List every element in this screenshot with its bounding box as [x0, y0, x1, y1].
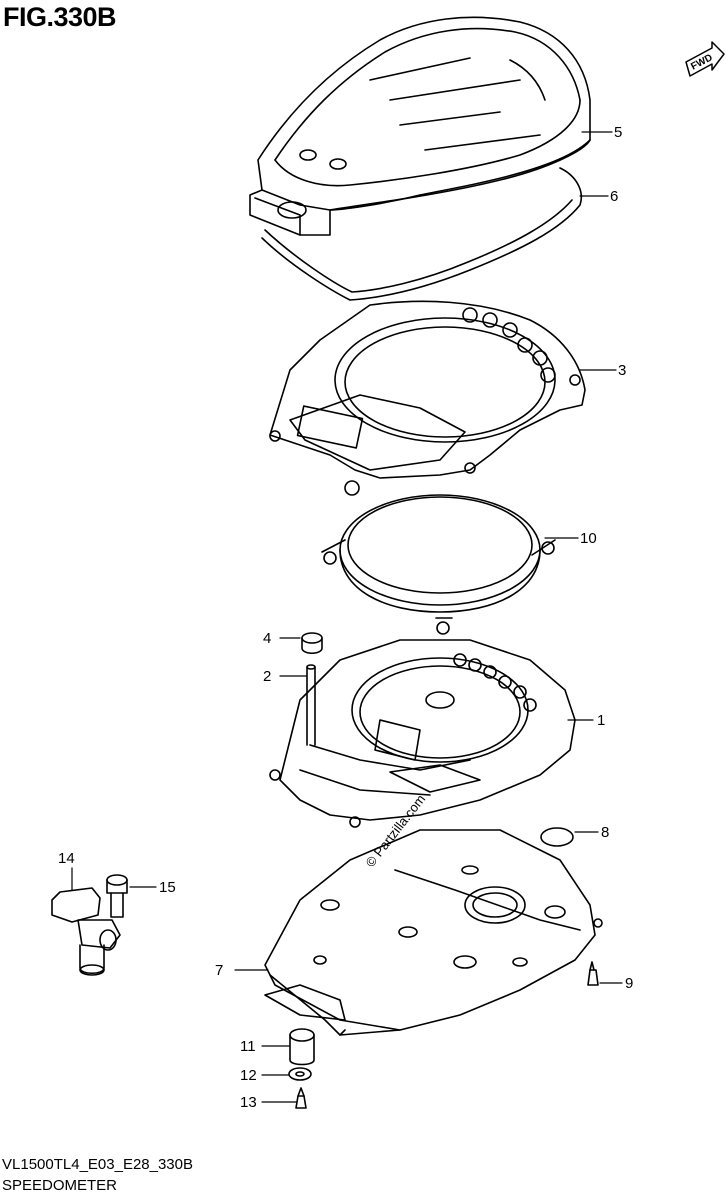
lower-case: [264, 829, 603, 1036]
part-label-7: 7: [215, 962, 223, 979]
part-label-11: 11: [240, 1038, 256, 1055]
part-labels: 5 6 3 10 4 2 1 8 14 15 7 9 11 12 13: [58, 124, 633, 1111]
washer: [288, 1067, 312, 1081]
part-label-5: 5: [614, 124, 622, 141]
speedometer-assembly: [269, 639, 576, 828]
figure-title: FIG.330B: [3, 2, 117, 32]
part-label-9: 9: [625, 975, 633, 992]
part-label-15: 15: [159, 879, 176, 896]
meter-cover: [249, 16, 591, 236]
figure-name: SPEEDOMETER: [2, 1177, 118, 1194]
part-label-10: 10: [580, 530, 597, 547]
meter-ring: [321, 494, 556, 635]
part-label-1: 1: [597, 712, 605, 729]
rubber-pad: [540, 827, 574, 847]
part-label-14: 14: [58, 850, 75, 867]
part-label-13: 13: [240, 1094, 257, 1111]
small-grommet: [301, 632, 323, 655]
part-label-12: 12: [240, 1067, 257, 1084]
part-label-2: 2: [263, 668, 271, 685]
screw-9: [587, 961, 599, 986]
meter-bracket: [269, 300, 586, 496]
mounting-pin: [306, 664, 316, 746]
part-label-3: 3: [618, 362, 626, 379]
part-label-8: 8: [601, 824, 609, 841]
figure-code: VL1500TL4_E03_E28_330B: [2, 1156, 194, 1173]
leader-lines: [71, 131, 623, 1103]
part-label-4: 4: [263, 630, 271, 647]
speed-sensor: [51, 887, 121, 976]
screw-13: [295, 1087, 307, 1109]
sensor-bolt: [106, 874, 128, 918]
part-label-6: 6: [610, 188, 618, 205]
gasket: [261, 167, 582, 301]
cushion: [289, 1028, 315, 1066]
fwd-arrow-icon: FWD: [685, 41, 725, 77]
